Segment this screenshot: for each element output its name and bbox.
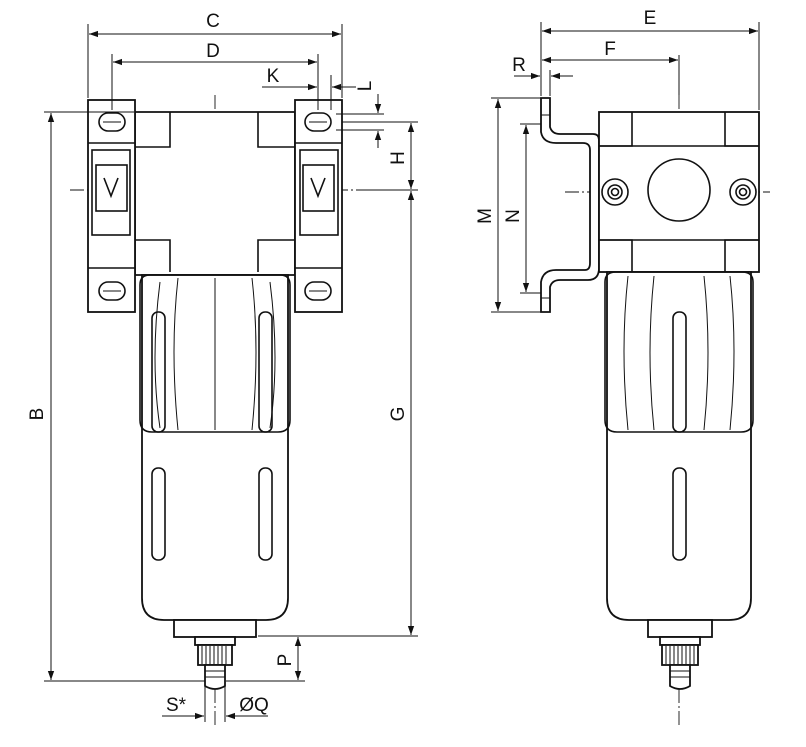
drain-knurl [197,644,233,666]
dimension-c-label: C [206,11,220,32]
gauge-port [647,158,711,222]
front-bowl-guard [139,274,291,433]
dimension-m-label: M [475,208,496,224]
side-bowl-ribs [623,275,735,431]
left-port-window [95,164,128,212]
right-flow-arrow-icon [310,177,326,199]
left-port-frame [91,149,131,236]
front-left-lower-window [151,467,166,561]
dimension-e-label: E [644,8,657,29]
dimension-g-label: G [388,407,409,422]
dimension-h-label: H [388,151,409,165]
right-top-slot [304,112,332,132]
dimension-f-label: F [604,39,616,60]
front-right-lower-window [258,467,273,561]
dimension-l-label: L [355,81,376,92]
dimension-n-label: N [503,209,524,223]
front-view: C D K L H G B P [27,11,418,725]
front-bowl-ribs [173,277,257,431]
left-mount-hole [601,178,629,206]
side-bowl-guard [604,271,754,433]
front-body-step-bottom [135,239,295,272]
front-bowl [141,274,289,621]
front-left-sight-window [151,311,166,433]
drain-collar [194,636,236,646]
drain-base [173,619,257,638]
right-mount-hole [729,178,757,206]
side-drain-knurl [661,644,699,666]
side-lower-window [672,467,687,561]
right-port-window [302,164,335,212]
dimension-r-label: R [512,55,526,76]
right-bottom-slot [304,281,332,301]
right-port-frame [299,149,339,236]
dimension-s-label: S* [166,695,187,716]
side-bowl [606,271,752,621]
dimension-k-label: K [267,66,280,87]
dimension-p-label: P [275,654,296,667]
dimension-q-label: ØQ [239,695,269,716]
front-right-sight-window [258,311,273,433]
left-bottom-slot [98,281,126,301]
side-body [598,111,760,273]
dimension-d-label: D [206,41,220,62]
side-drain-base [647,619,713,638]
front-body-step-top [135,112,295,148]
side-view: E F R M N [475,8,770,725]
side-sight-window [672,311,687,433]
left-top-slot [98,112,126,132]
left-flow-arrow-icon [103,177,119,199]
dimension-b-label: B [27,408,48,421]
front-body [134,111,296,276]
mounting-bracket [540,97,600,313]
